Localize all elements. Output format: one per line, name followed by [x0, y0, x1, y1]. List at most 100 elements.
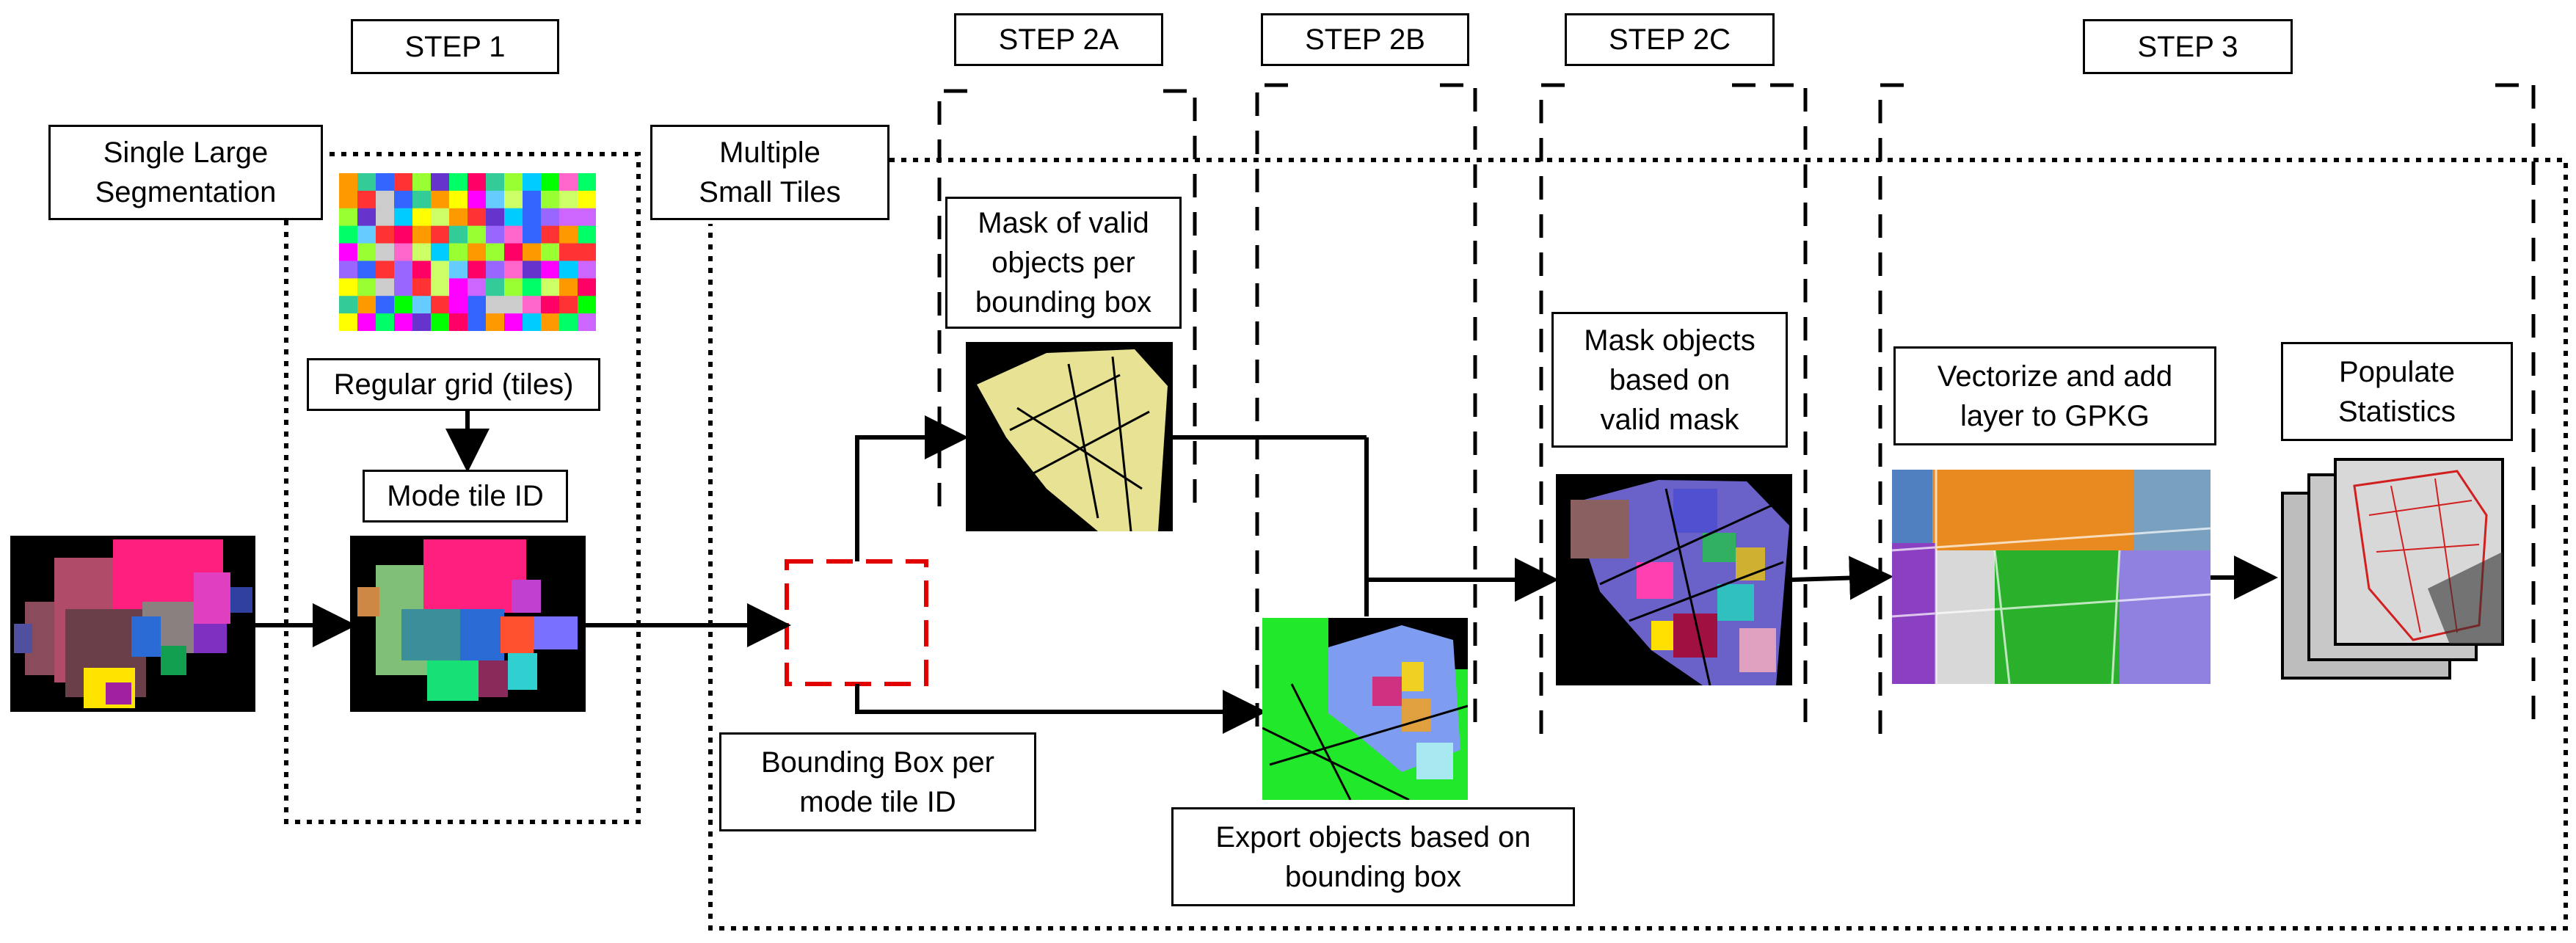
grid-tile [431, 243, 450, 261]
grid-tile [394, 278, 413, 296]
grid-tile [559, 173, 578, 192]
grid-tile [449, 278, 468, 296]
grid-tile [339, 278, 358, 296]
grid-tile [523, 296, 542, 314]
grid-tile [339, 296, 358, 314]
grid-tile [376, 173, 395, 192]
mask-valid-objects-label: Mask of valid objects per bounding box [945, 197, 1182, 329]
grid-tile [357, 208, 376, 227]
grid-tile [486, 296, 505, 314]
grid-tile [504, 296, 523, 314]
grid-tile [486, 261, 505, 279]
grid-tile [449, 243, 468, 261]
grid-tile [486, 225, 505, 244]
grid-tile [376, 225, 395, 244]
grid-tile [376, 261, 395, 279]
vector-map-image [1892, 470, 2211, 684]
grid-tile [412, 243, 432, 261]
grid-tile [541, 313, 560, 331]
grid-tile [559, 208, 578, 227]
grid-tile [541, 225, 560, 244]
grid-tile [339, 261, 358, 279]
colour-grid-image [339, 173, 596, 331]
tiles-dotted-frame [708, 158, 2568, 931]
grid-tile [504, 313, 523, 331]
grid-tile [541, 243, 560, 261]
grid-tile [357, 296, 376, 314]
grid-tile [339, 173, 358, 192]
grid-tile [523, 190, 542, 209]
grid-tile [523, 208, 542, 227]
grid-tile [431, 190, 450, 209]
grid-tile [578, 296, 596, 314]
grid-tile [504, 278, 523, 296]
grid-tile [467, 313, 487, 331]
grid-tile [357, 243, 376, 261]
grid-tile [541, 190, 560, 209]
grid-tile [449, 261, 468, 279]
multiple-small-tiles-label: Multiple Small Tiles [650, 125, 889, 220]
mask-objects-label: Mask objects based on valid mask [1551, 312, 1788, 448]
grid-tile [559, 243, 578, 261]
grid-tile [486, 173, 505, 192]
grid-tile [357, 190, 376, 209]
vectorize-label: Vectorize and add layer to GPKG [1893, 346, 2216, 445]
grid-tile [394, 261, 413, 279]
grid-tile [376, 278, 395, 296]
grid-tile [376, 190, 395, 209]
grid-tile [541, 278, 560, 296]
grid-tile [523, 243, 542, 261]
step2b-dashed-frame [1255, 83, 1288, 727]
step2c-label: STEP 2C [1565, 13, 1775, 66]
grid-tile [394, 190, 413, 209]
grid-tile [394, 173, 413, 192]
grid-tile [394, 243, 413, 261]
single-large-segmentation-label: Single Large Segmentation [48, 125, 323, 220]
grid-tile [523, 278, 542, 296]
grid-tile [559, 278, 578, 296]
step2c-dashed-frame [1539, 83, 1574, 734]
grid-tile [578, 208, 596, 227]
grid-tile [578, 313, 596, 331]
grid-tile [486, 243, 505, 261]
grid-tile [504, 173, 523, 192]
exported-objects-image [1262, 618, 1468, 800]
grid-tile [339, 225, 358, 244]
grid-tile [504, 225, 523, 244]
grid-tile [449, 225, 468, 244]
grid-tile [412, 261, 432, 279]
mode-tile-id-label: Mode tile ID [363, 470, 568, 523]
grid-tile [559, 313, 578, 331]
regular-grid-label: Regular grid (tiles) [307, 358, 600, 411]
grid-tile [559, 296, 578, 314]
grid-tile [376, 313, 395, 331]
grid-tile [467, 296, 487, 314]
bounding-box-per-mode-tile-label: Bounding Box per mode tile ID [719, 732, 1036, 831]
grid-tile [486, 313, 505, 331]
grid-tile [394, 296, 413, 314]
grid-tile [431, 261, 450, 279]
segmentation-image [10, 536, 255, 712]
grid-tile [578, 190, 596, 209]
grid-tile [578, 278, 596, 296]
grid-tile [523, 173, 542, 192]
grid-tile [431, 208, 450, 227]
grid-tile [541, 173, 560, 192]
grid-tile [541, 296, 560, 314]
arrow-to-vectorize [1791, 556, 1893, 600]
step2b-label: STEP 2B [1261, 13, 1469, 66]
bounding-box-icon [785, 559, 928, 686]
step1-label: STEP 1 [351, 19, 559, 74]
grid-tile [357, 278, 376, 296]
grid-tile [486, 190, 505, 209]
grid-tile [412, 225, 432, 244]
export-objects-label: Export objects based on bounding box [1171, 807, 1575, 906]
step2a-dashed-frame [937, 89, 976, 506]
grid-tile [467, 190, 487, 209]
grid-tile [486, 278, 505, 296]
grid-tile [449, 208, 468, 227]
step3-label: STEP 3 [2083, 19, 2293, 74]
grid-tile [578, 261, 596, 279]
grid-tile [394, 225, 413, 244]
